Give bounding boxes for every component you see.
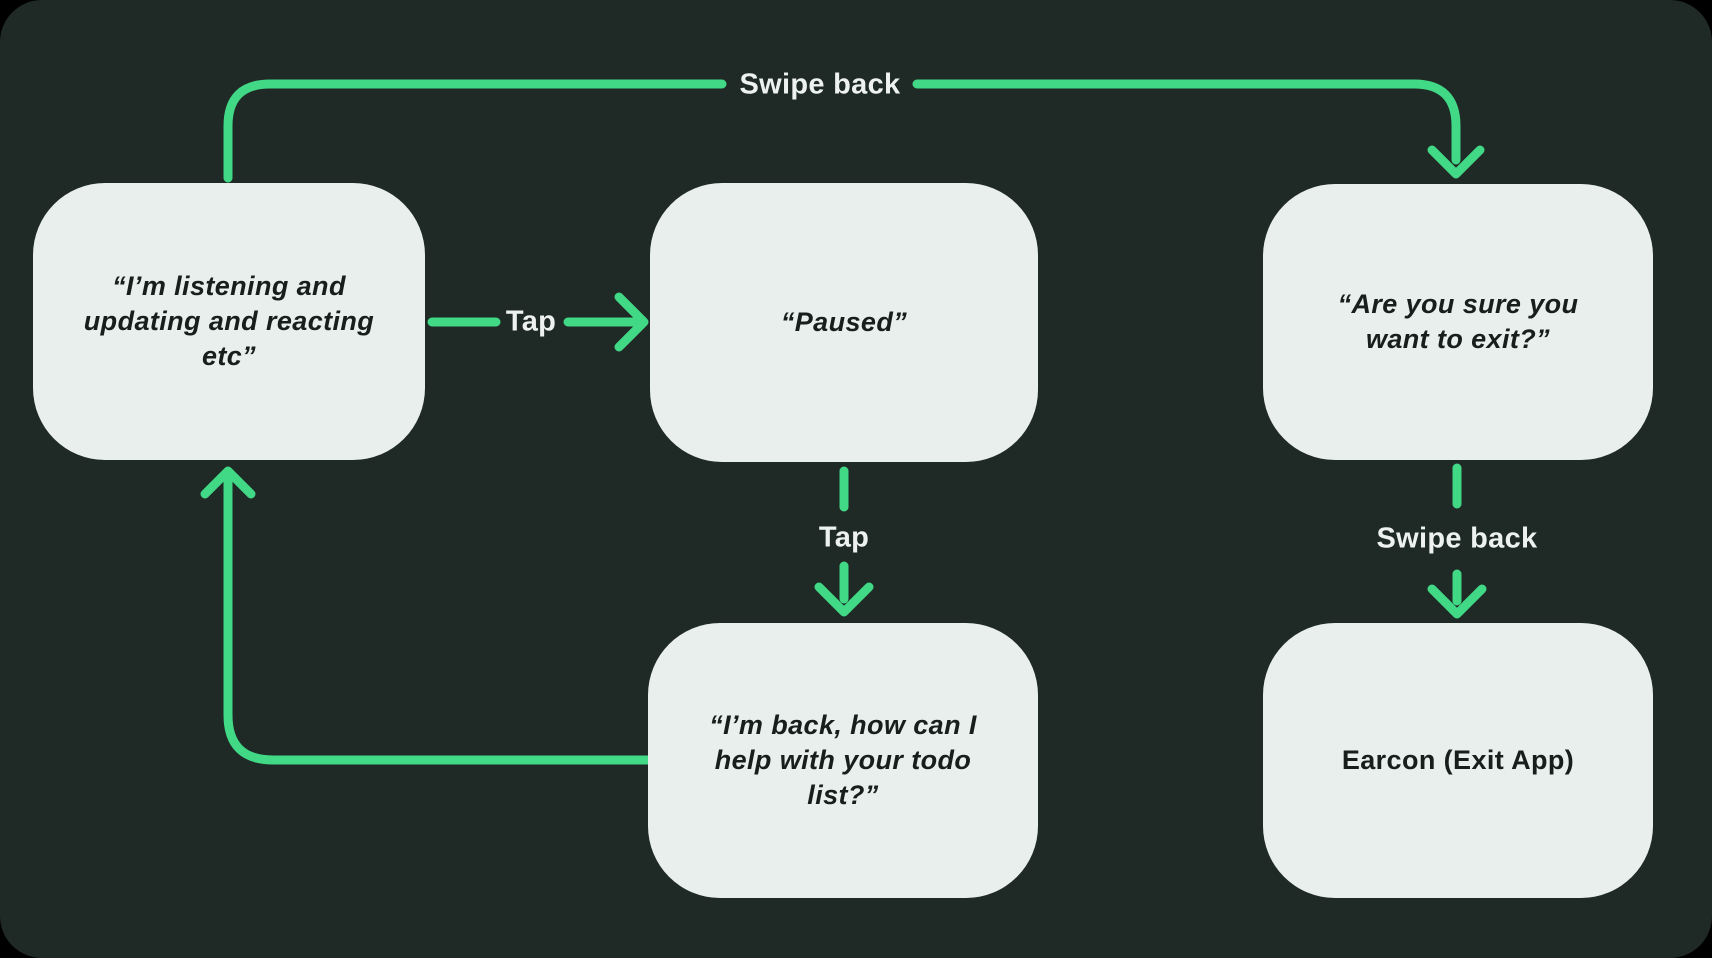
arrow-head-down-icon bbox=[1427, 145, 1485, 179]
arrow-head-up-icon bbox=[200, 466, 256, 499]
edge-swipe-back-top-line-right bbox=[912, 79, 1461, 165]
node-label: “Are you sure you want to exit?” bbox=[1337, 288, 1579, 354]
node-label: Earcon (Exit App) bbox=[1341, 744, 1575, 775]
node-label: “Paused” bbox=[780, 306, 908, 337]
arrow-head-right-icon bbox=[614, 292, 649, 352]
edge-label-swipe-back-down: Swipe back bbox=[1376, 522, 1538, 555]
edge-return-loop-line bbox=[223, 473, 653, 765]
node-earcon-exit-app: Earcon (Exit App) bbox=[1263, 623, 1653, 898]
edge-label-tap-down: Tap bbox=[818, 521, 870, 554]
edge-label-swipe-back-top: Swipe back bbox=[739, 68, 901, 101]
node-paused-state: “Paused” bbox=[650, 183, 1038, 462]
node-back-state: “I’m back, how can I help with your todo… bbox=[648, 623, 1038, 898]
edge-label-tap-right: Tap bbox=[505, 305, 557, 338]
node-exit-confirm-state: “Are you sure you want to exit?” bbox=[1263, 184, 1653, 460]
node-label: “I’m back, how can I help with your todo… bbox=[709, 709, 977, 811]
node-label: “I’m listening and updating and reacting… bbox=[83, 270, 375, 372]
edge-swipe-back-top-line-left bbox=[223, 79, 727, 183]
node-listening-state: “I’m listening and updating and reacting… bbox=[33, 183, 425, 460]
arrow-head-down-icon bbox=[1427, 584, 1487, 619]
arrow-head-down-icon bbox=[814, 582, 874, 617]
